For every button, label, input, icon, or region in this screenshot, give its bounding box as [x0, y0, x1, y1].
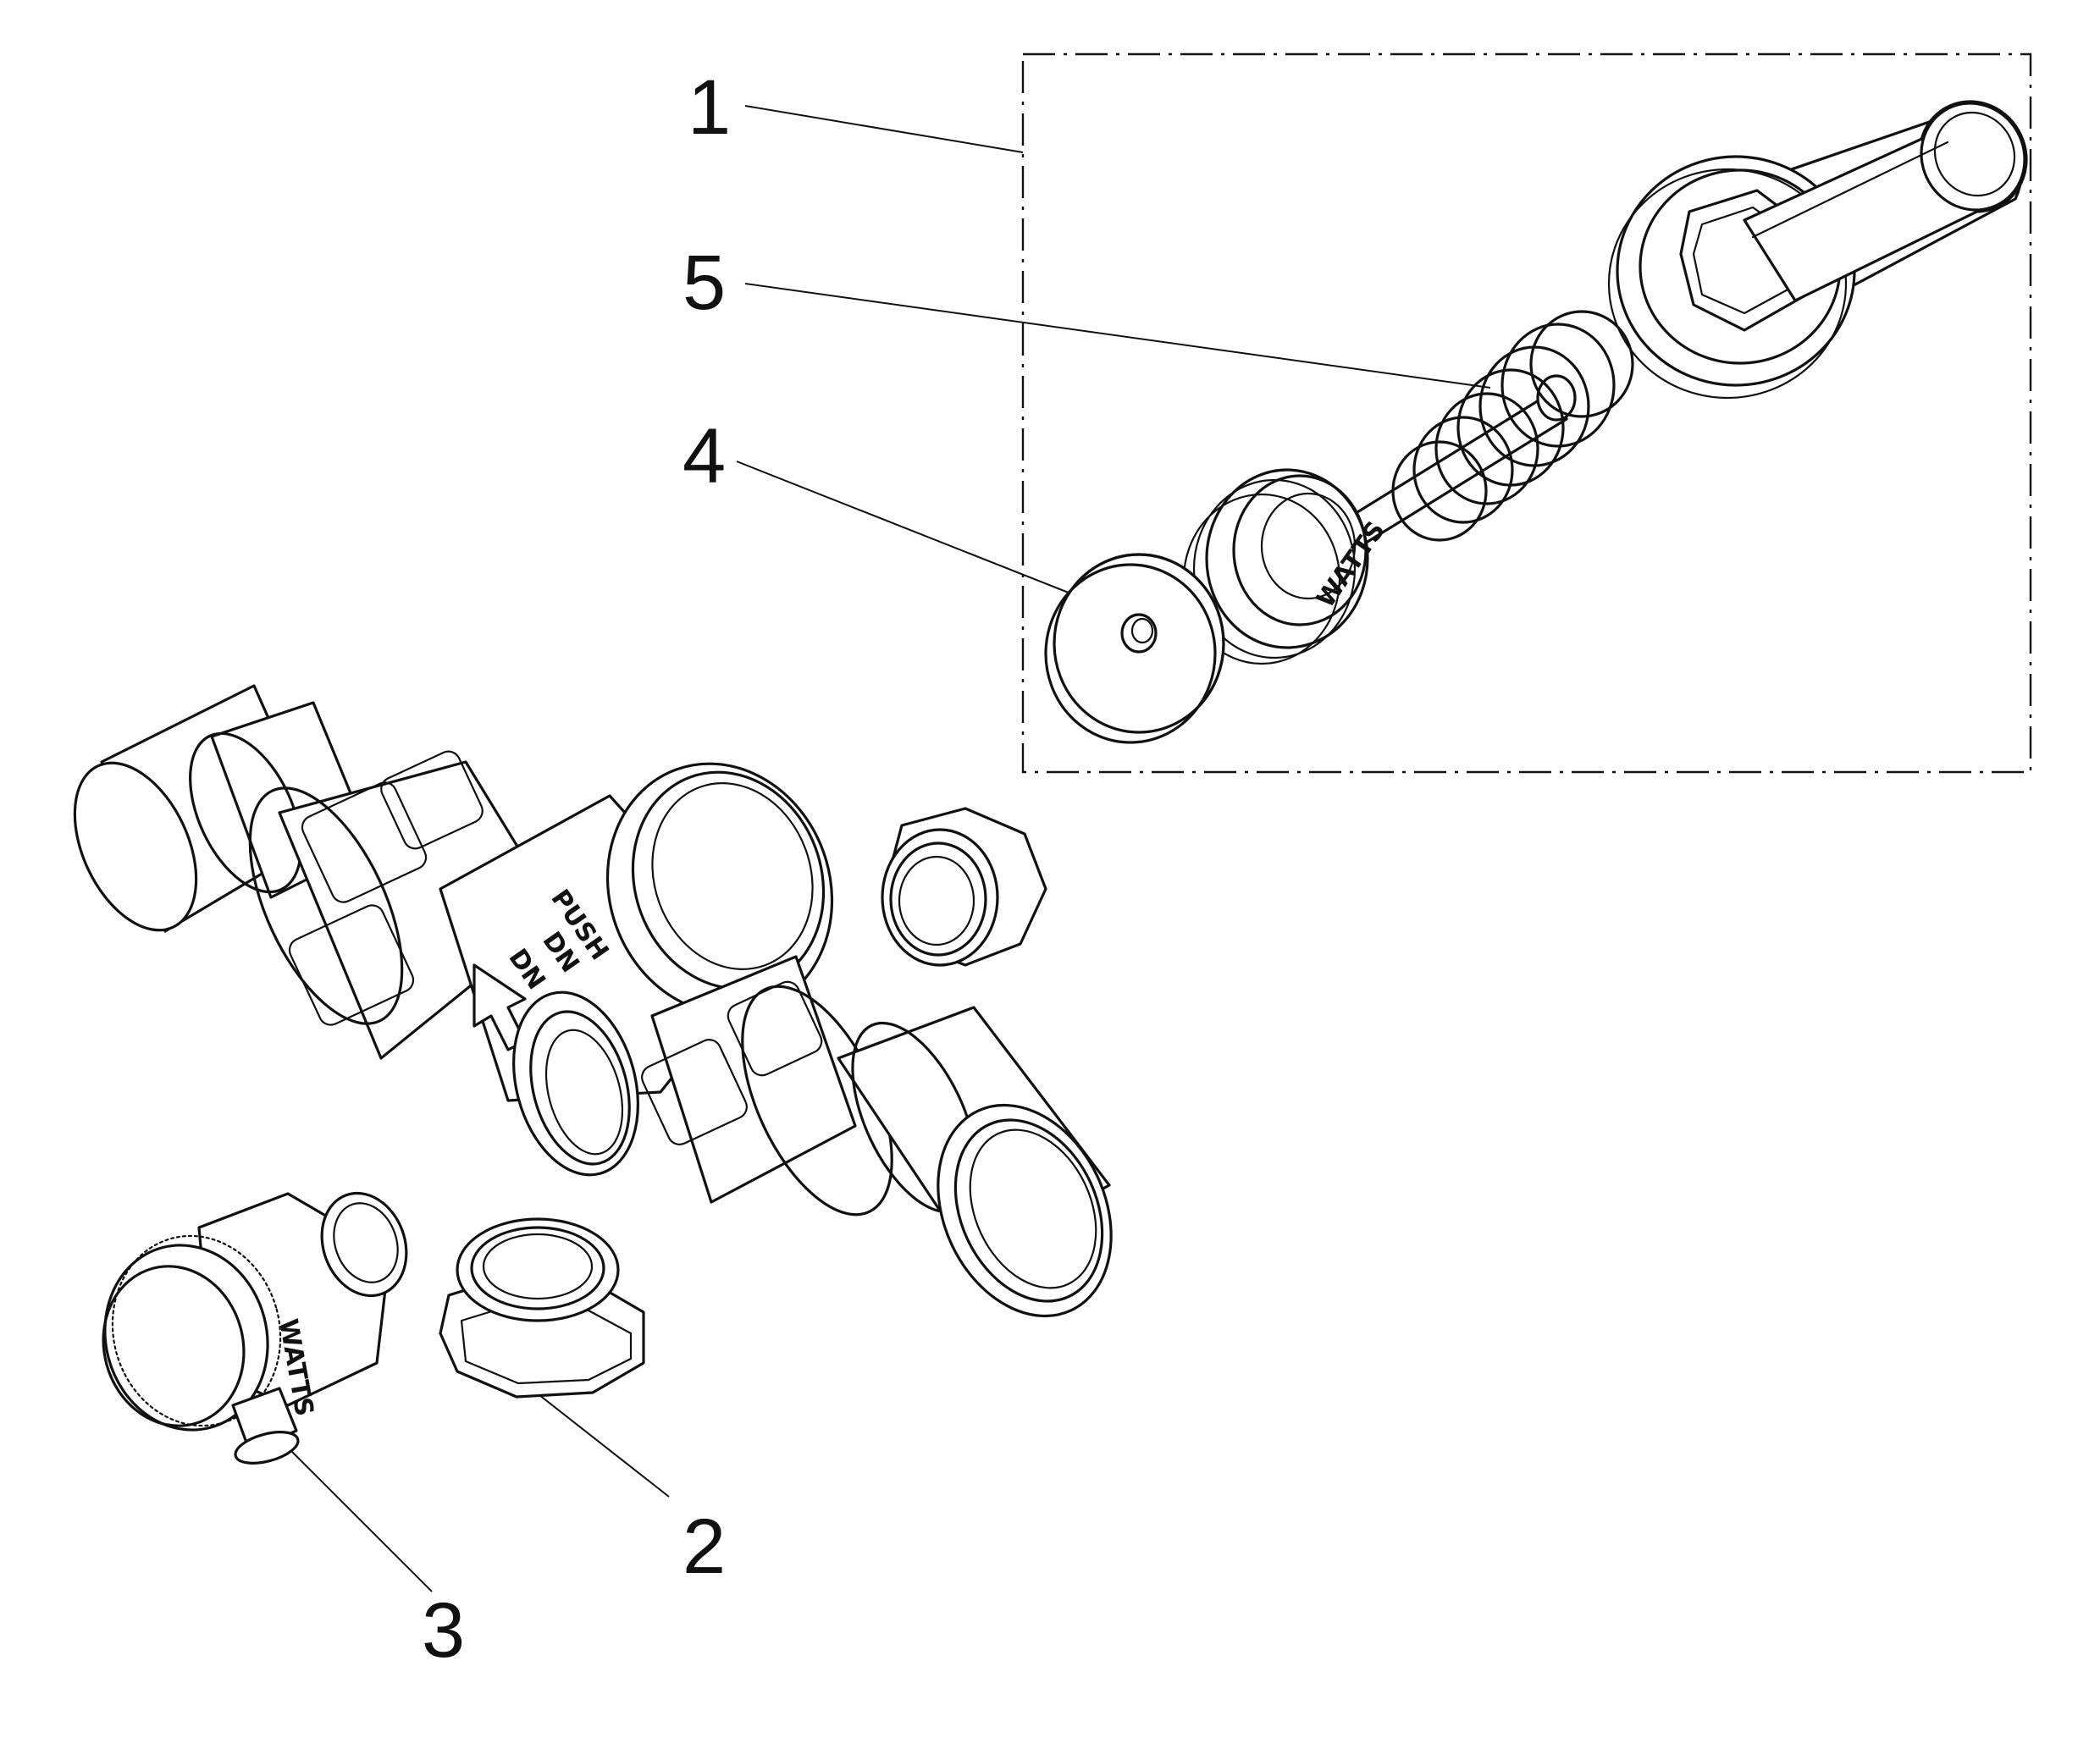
callout-4: 4 [682, 413, 726, 499]
callout-2: 2 [682, 1503, 726, 1590]
bonnet-stem-assembly [1607, 100, 2028, 400]
washer-disc [1044, 553, 1225, 744]
drain-valve: WATTS [102, 1191, 408, 1465]
plug-lower [439, 1217, 645, 1399]
callout-1: 1 [688, 64, 731, 151]
assembly-boundary-box [1021, 52, 2032, 774]
leader-line-4 [736, 461, 1123, 615]
valve-body: PUSH DN DN [73, 684, 1113, 1318]
leader-line-1 [744, 105, 1024, 153]
spring-stem-assembly: WATTS [1182, 310, 1634, 665]
spring-coils [1391, 310, 1634, 542]
leader-line-3 [291, 1451, 433, 1592]
callout-5: 5 [682, 240, 726, 326]
leader-lines [291, 105, 1491, 1592]
callout-numbers: 1 5 4 2 3 [422, 64, 731, 1674]
plug-upper [881, 807, 1047, 967]
callout-3: 3 [422, 1587, 465, 1674]
leader-line-5 [744, 283, 1491, 389]
